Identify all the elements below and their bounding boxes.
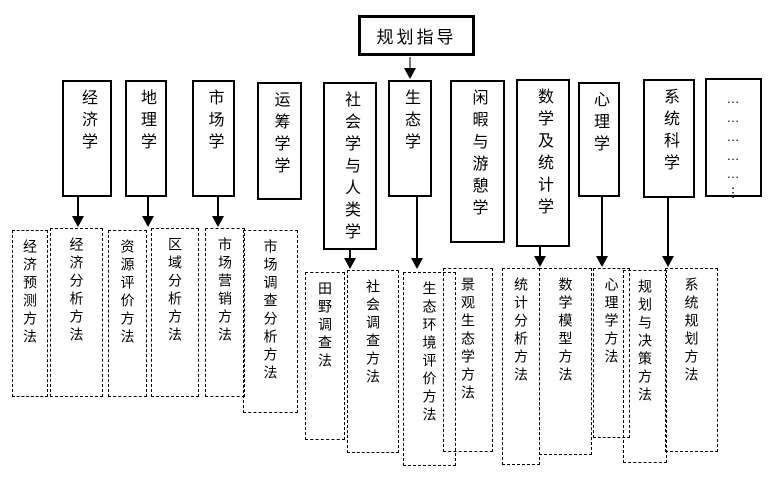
down-arrow-stem [217, 197, 219, 218]
discipline-box-sociology-anthropology: 社会学与人类学 [323, 82, 377, 250]
method-label: 资源评价方法 [119, 239, 136, 347]
down-arrow-stem [77, 197, 79, 218]
method-label: 市场营销方法 [217, 237, 233, 345]
method-box-psychology-methods: 心理学方法 [593, 268, 630, 438]
method-label: 数学模型方法 [557, 277, 574, 385]
ellipsis-line: … [726, 147, 741, 163]
down-arrow-stem [147, 197, 149, 218]
discipline-box-market-studies: 市场学 [192, 80, 235, 197]
discipline-label: 市场学 [205, 89, 223, 155]
ellipsis-line: … [726, 128, 741, 144]
discipline-box-geography: 地理学 [125, 80, 167, 197]
ellipsis-line: ⋮ [726, 185, 741, 201]
method-label: 景观生态学方法 [460, 277, 476, 403]
discipline-label: 地理学 [138, 89, 155, 155]
method-label: 统计分析方法 [513, 277, 529, 385]
down-arrow-icon [344, 258, 356, 269]
down-arrow-stem [349, 250, 351, 260]
method-box-landscape-ecology: 景观生态学方法 [443, 268, 493, 452]
discipline-box-economics: 经济学 [62, 80, 112, 197]
ellipsis-dots: … … … … … ⋮ [727, 80, 741, 203]
down-arrow-stem [416, 197, 418, 260]
method-box-marketing-methods: 市场营销方法 [205, 228, 245, 397]
down-arrow-stem [601, 197, 603, 259]
discipline-label: 运筹学学 [271, 91, 289, 179]
method-label: 市场调查分析方法 [262, 239, 279, 383]
discipline-box-ecology: 生态学 [388, 80, 432, 197]
method-label: 区域分析方法 [167, 237, 183, 345]
down-arrow-stem [667, 198, 669, 259]
discipline-label: 数学及统计学 [535, 88, 552, 220]
ellipsis-line: … [726, 109, 741, 125]
method-box-planning-decision: 规划与决策方法 [623, 270, 667, 463]
discipline-box-ellipsis: … … … … … ⋮ [705, 78, 762, 200]
down-arrow-icon [411, 258, 423, 269]
method-box-field-survey: 田野调查法 [305, 272, 345, 440]
method-box-eco-environment-evaluation: 生态环境评价方法 [403, 272, 456, 466]
discipline-label: 生态学 [402, 89, 419, 155]
method-box-social-survey: 社会调查方法 [347, 270, 399, 453]
down-arrow-icon [142, 216, 154, 227]
planning-guidance-label: 规划指导 [376, 28, 457, 47]
method-box-resource-evaluation: 资源评价方法 [108, 230, 147, 397]
ellipsis-line: … [726, 166, 741, 182]
method-label: 心理学方法 [603, 277, 620, 367]
method-label: 生态环境评价方法 [421, 281, 438, 425]
method-label: 规划与决策方法 [637, 279, 653, 405]
planning-guidance-box: 规划指导 [358, 15, 475, 56]
discipline-label: 经济学 [79, 89, 96, 155]
discipline-box-operations-research: 运筹学学 [257, 82, 302, 200]
method-label: 经济预测方法 [22, 239, 38, 347]
down-arrow-icon [534, 256, 546, 267]
discipline-label: 系统科学 [661, 88, 678, 176]
discipline-label: 心理学 [591, 91, 608, 157]
method-box-economic-forecasting: 经济预测方法 [12, 230, 48, 397]
method-label: 社会调查方法 [365, 279, 381, 387]
method-box-market-survey-analysis: 市场调查分析方法 [243, 230, 298, 413]
method-box-statistical-analysis: 统计分析方法 [502, 268, 540, 465]
discipline-box-psychology: 心理学 [578, 82, 620, 197]
down-arrow-icon [212, 216, 224, 227]
down-arrow-icon [404, 68, 416, 79]
down-arrow-stem [409, 57, 411, 70]
down-arrow-icon [662, 256, 674, 267]
method-label: 系统规划方法 [683, 277, 700, 385]
discipline-box-systems-science: 系统科学 [643, 79, 695, 198]
method-box-economic-analysis: 经济分析方法 [50, 228, 103, 397]
method-label: 田野调查法 [317, 281, 333, 371]
discipline-label: 闲暇与游憩学 [469, 89, 487, 221]
discipline-box-math-statistics: 数学及统计学 [516, 79, 570, 247]
ellipsis-line: … [726, 91, 741, 106]
down-arrow-stem [539, 247, 541, 260]
method-box-regional-analysis: 区域分析方法 [151, 228, 199, 397]
method-box-systems-planning: 系统规划方法 [665, 268, 718, 452]
down-arrow-icon [72, 216, 84, 227]
method-box-math-modeling: 数学模型方法 [539, 268, 592, 455]
discipline-label: 社会学与人类学 [342, 91, 359, 245]
method-label: 经济分析方法 [68, 237, 85, 345]
discipline-box-leisure-recreation: 闲暇与游憩学 [450, 80, 505, 243]
down-arrow-icon [596, 256, 608, 267]
